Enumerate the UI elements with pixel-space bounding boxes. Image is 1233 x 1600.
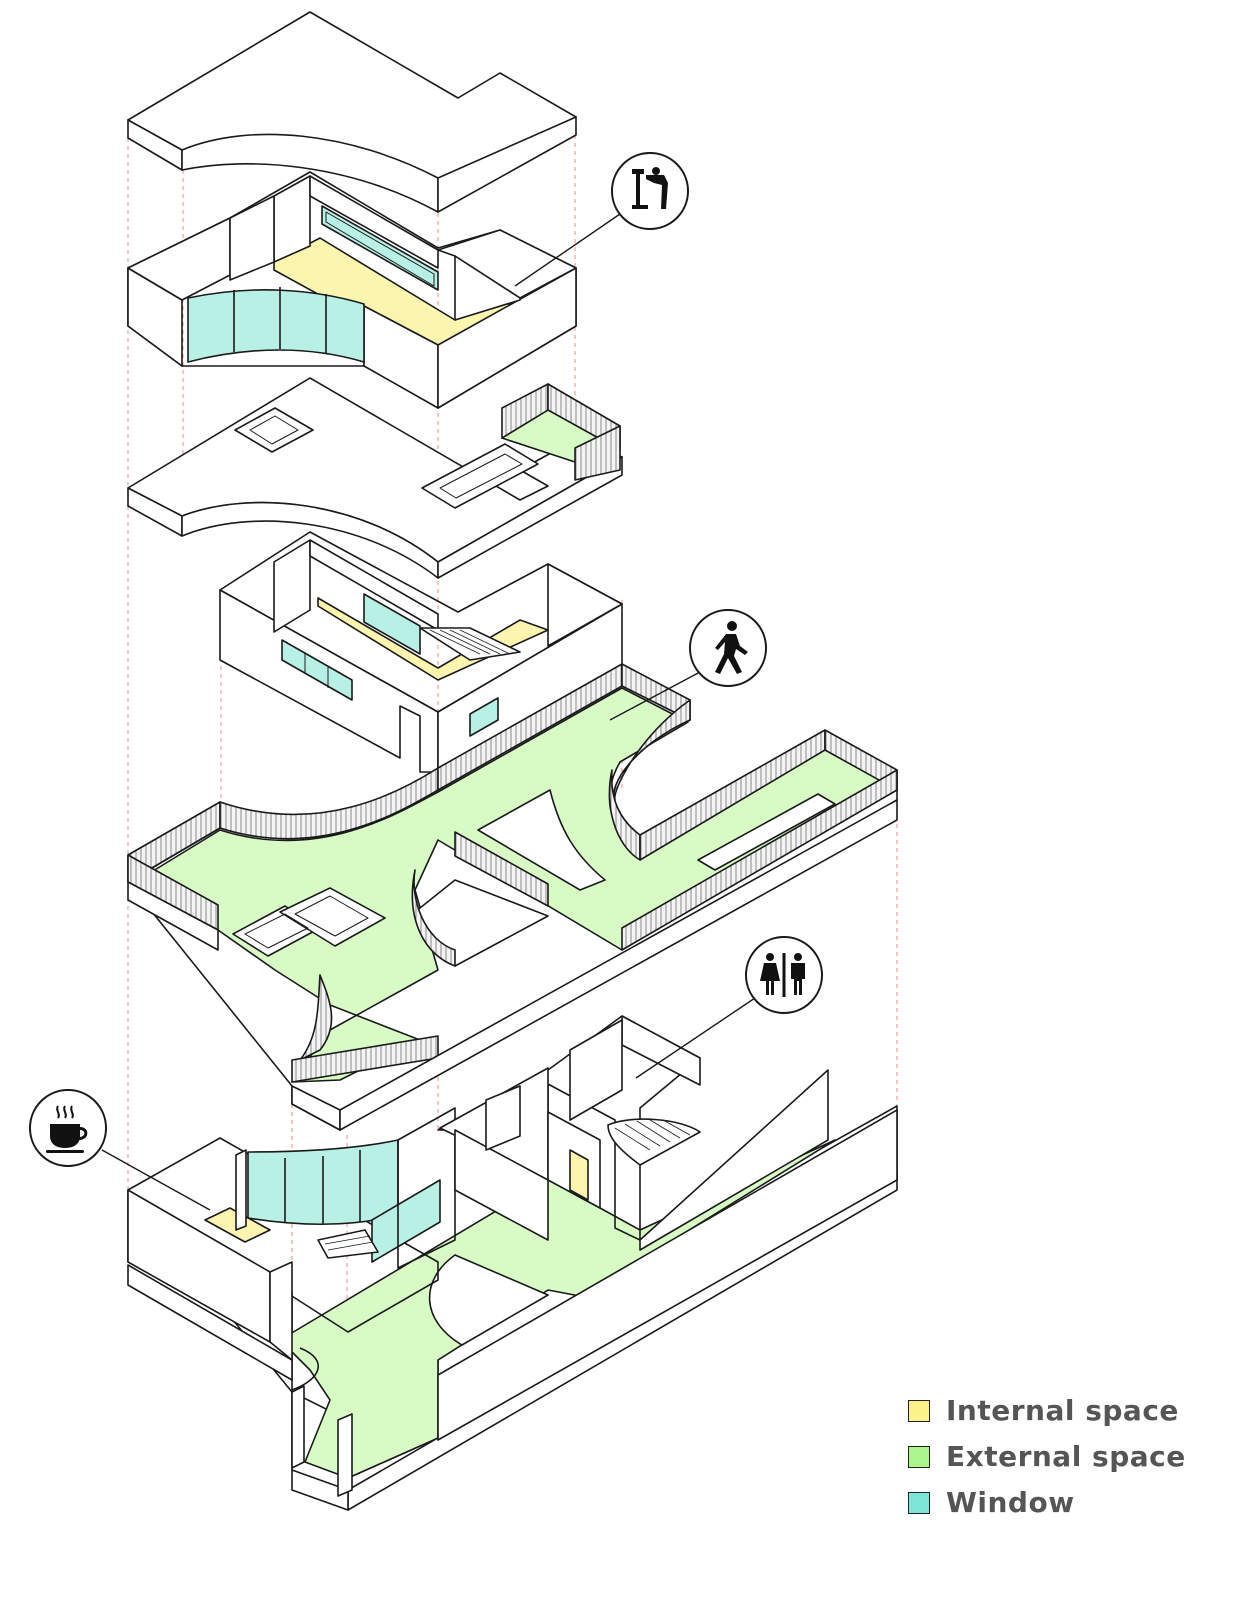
top-floor-curved-glazing <box>187 289 365 363</box>
legend-swatch-window <box>908 1492 930 1514</box>
roof-skylight-opening <box>234 407 314 453</box>
legend-item-external: External space <box>908 1438 1208 1484</box>
coffee-cup-icon <box>29 1089 107 1167</box>
roof-slab <box>127 11 577 213</box>
top-floor-strip-window <box>321 205 439 291</box>
legend-swatch-external <box>908 1446 930 1468</box>
middle-floor-upper-window <box>363 593 421 655</box>
roof-stair-opening <box>421 443 539 509</box>
pedestrian-walking-icon <box>689 609 767 687</box>
middle-floor-side-window <box>281 639 353 701</box>
middle-floor-internal-space <box>317 597 549 681</box>
legend-swatch-internal <box>908 1400 930 1422</box>
entrance-post-east <box>337 1413 353 1497</box>
legend-item-window: Window <box>908 1484 1208 1530</box>
terrace-railing-east <box>621 769 898 951</box>
legend: Internal space External space Window <box>908 1392 1208 1530</box>
legend-label-internal: Internal space <box>946 1394 1179 1427</box>
terrace-lightwell <box>477 789 606 891</box>
binoculars-viewer-icon <box>611 152 689 230</box>
legend-label-window: Window <box>946 1486 1075 1519</box>
terrace-level <box>127 663 898 1131</box>
roof-terrace-slab <box>127 377 623 579</box>
terrace-strip-opening <box>697 793 836 871</box>
middle-floor <box>219 531 623 773</box>
entrance-post-west <box>291 1385 305 1469</box>
ground-court-cutout <box>428 1254 549 1346</box>
ground-boundary-wall <box>437 1109 898 1441</box>
top-floor <box>127 171 577 409</box>
ground-floor <box>127 1015 898 1511</box>
middle-floor-small-window <box>469 697 499 737</box>
legend-item-internal: Internal space <box>908 1392 1208 1438</box>
legend-label-external: External space <box>946 1440 1186 1473</box>
restroom-icon <box>745 936 823 1014</box>
